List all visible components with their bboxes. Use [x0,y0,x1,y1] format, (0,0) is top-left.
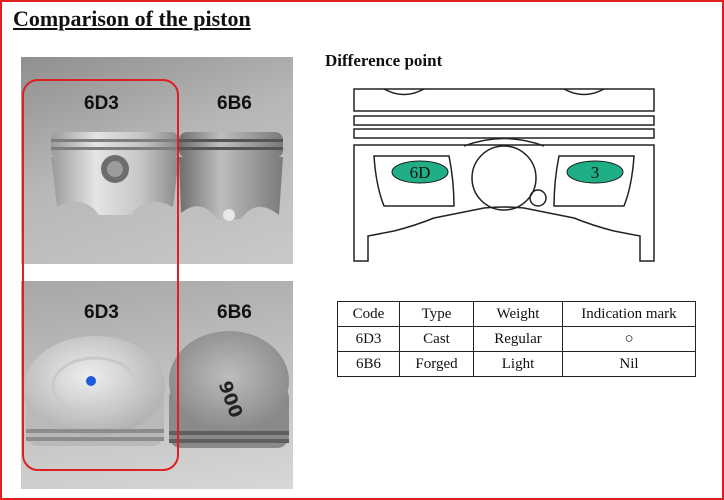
cell-type: Forged [399,351,474,377]
highlight-6d3-outline [22,79,179,471]
mark-3-oval [566,160,624,184]
spec-table-wrap: Code Type Weight Indication mark 6D3 Cas… [337,301,696,377]
col-header-code: Code [337,301,400,327]
photo-label-6d3-top: 6D3 [84,93,119,114]
page-title: Comparison of the piston [13,6,251,31]
cell-weight: Regular [473,326,563,352]
piston-crown-illustration: 900 [25,331,289,448]
photo-label-6b6-bottom: 6B6 [217,302,252,323]
blue-dot-mark [86,376,96,386]
piston-crown-photo: 900 6D3 6B6 [21,281,293,489]
table-row: 6B6 Forged Light Nil [337,351,696,377]
cell-weight: Light [473,351,563,377]
piston-6b6-crown: 900 [169,331,289,448]
difference-point-title: Difference point [325,51,443,70]
mark-6d-oval [391,160,449,184]
piston-side-illustration [51,132,283,221]
photo-label-6d3-bottom: 6D3 [84,302,119,323]
cell-type: Cast [399,326,474,352]
piston-6d3-side [51,132,179,215]
table-header-row: Code Type Weight Indication mark [337,301,696,327]
cell-indication-mark: Nil [562,351,696,377]
photo-label-6b6-top: 6B6 [217,93,252,114]
spec-table: Code Type Weight Indication mark 6D3 Cas… [337,301,696,377]
cell-code: 6B6 [337,351,400,377]
piston-diagram: 6D 3 [344,86,664,271]
cell-code: 6D3 [337,326,400,352]
table-row: 6D3 Cast Regular ○ [337,326,696,352]
piston-6b6-side [179,132,283,221]
mark-6d-label: 6D [410,163,431,182]
piston-6d3-crown [25,336,165,446]
mark-3-label: 3 [591,163,600,182]
col-header-indication-mark: Indication mark [562,301,696,327]
col-header-weight: Weight [473,301,563,327]
cell-indication-mark: ○ [562,326,696,352]
piston-side-photo: 6D3 6B6 [21,57,293,264]
piston-line-drawing: 6D 3 [353,88,655,262]
col-header-type: Type [399,301,474,327]
